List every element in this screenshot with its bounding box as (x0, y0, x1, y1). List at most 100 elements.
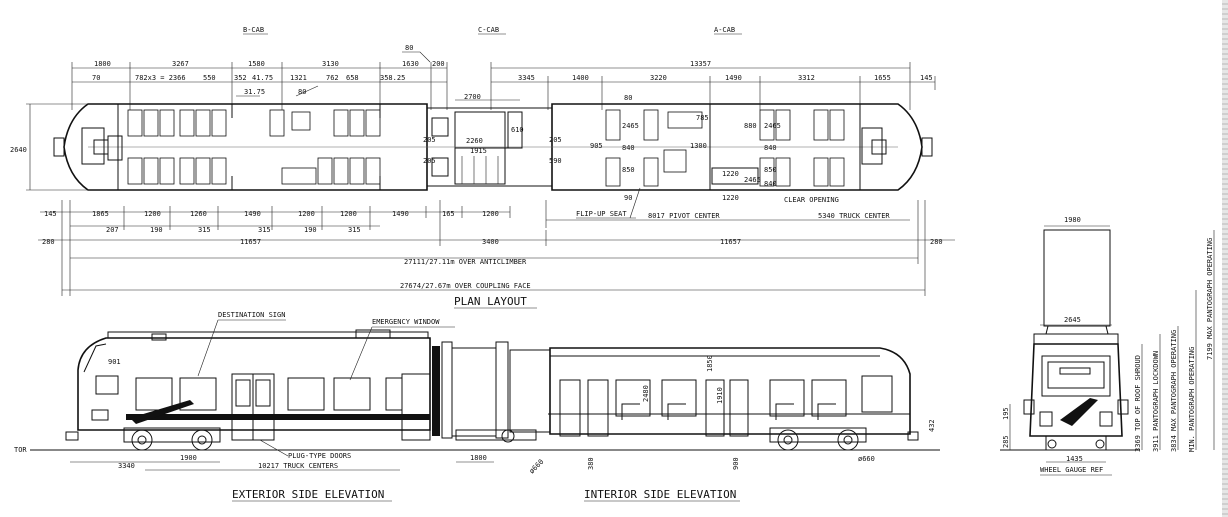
label-destination-sign: DESTINATION SIGN (218, 311, 285, 319)
dim-inner-2465a: 2465 (622, 122, 639, 130)
dim-r2-8: 658 (346, 74, 359, 82)
dim-inner-205b: 205 (423, 157, 436, 165)
dim-overall-anticlimber: 27111/27.11m OVER ANTICLIMBER (404, 258, 527, 266)
dim-inner-840c: 840 (764, 180, 777, 188)
dim-b2-3: 315 (198, 226, 211, 234)
dim-inner-905: 905 (590, 142, 603, 150)
dim-inner-2260: 2260 (466, 137, 483, 145)
dim-overall-coupling: 27674/27.67m OVER COUPLING FACE (400, 282, 531, 290)
dim-inner-1220a: 1220 (722, 170, 739, 178)
plan-title: PLAN LAYOUT (454, 295, 527, 308)
dim-end-vert-2: 3911 PANTOGRAPH LOCKDOWN (1152, 351, 1160, 452)
end-body (1029, 343, 1123, 437)
dim-b2-2: 190 (150, 226, 163, 234)
dim-inner-205c: 205 (549, 136, 562, 144)
dim-end-195: 195 (1002, 407, 1010, 420)
dim-r2r-7: 145 (920, 74, 933, 82)
dim-inner-2465c: 2465 (744, 176, 761, 184)
dim-inner-850b: 850 (764, 166, 777, 174)
dim-top-1: 1800 (94, 60, 111, 68)
dim-r2r-1: 3345 (518, 74, 535, 82)
note-pivot-center: 8017 PIVOT CENTER (648, 212, 720, 220)
dim-b2-4: 315 (258, 226, 271, 234)
dim-r2-7: 762 (326, 74, 339, 82)
dim-elev-1910: 1910 (716, 387, 724, 404)
dim-inner-1220b: 1220 (722, 194, 739, 202)
truck-a (769, 427, 867, 451)
interior-car-body (549, 347, 911, 435)
dim-inner-90: 90 (624, 194, 632, 202)
tor-label: TOR (14, 446, 27, 454)
plan-seats-a (605, 109, 845, 187)
dim-end-285: 285 (1002, 435, 1010, 448)
dim-b2-6: 315 (348, 226, 361, 234)
svg-text:901: 901 (108, 358, 121, 366)
dim-end-vert-4: 7199 MAX PANTOGRAPH OPERATING (1206, 238, 1214, 360)
dim-inner-610: 610 (511, 126, 524, 134)
dim-b1-5: 1490 (244, 210, 261, 218)
dim-left-height: 2640 (10, 146, 27, 154)
dim-r2-1: 70 (92, 74, 100, 82)
dim-end-vert-mid: MIN. PANTOGRAPH OPERATING (1188, 347, 1196, 452)
dim-inner-80: 80 (624, 94, 632, 102)
dim-b1-10: 1200 (482, 210, 499, 218)
dim-b1-8: 1490 (392, 210, 409, 218)
dim-r2-6: 1321 (290, 74, 307, 82)
dim-top-6: 200 (432, 60, 445, 68)
dim-elev-wheel-dia-2: ø660 (858, 455, 875, 463)
label-emergency-window: EMERGENCY WINDOW (372, 318, 440, 326)
dim-top-2: 3267 (172, 60, 189, 68)
dim-inner-590: 590 (549, 157, 562, 165)
dim-b1-4: 1260 (190, 210, 207, 218)
dim-r2-3: 550 (203, 74, 216, 82)
dim-top-4: 3130 (322, 60, 339, 68)
dim-b2-1: 207 (106, 226, 119, 234)
dim-end-1980: 1980 (1064, 216, 1081, 224)
dim-b3-4: 11657 (720, 238, 741, 246)
dim-b1-9: 165 (442, 210, 455, 218)
dim-elev-432: 432 (928, 419, 936, 432)
dim-elev-wheel-dia-1: ø660 (528, 458, 546, 476)
scrollbar-edge (1222, 0, 1228, 517)
exterior-elevation-title: EXTERIOR SIDE ELEVATION (232, 488, 384, 501)
dim-r2r-4: 1490 (725, 74, 742, 82)
plan-seats-b (127, 109, 381, 185)
dim-b1-3: 1200 (144, 210, 161, 218)
dim-top-right: 13357 (690, 60, 711, 68)
dim-inner-880: 880 (744, 122, 757, 130)
side-elevation: 901 (14, 311, 940, 502)
dim-end-1435: 1435 (1066, 455, 1083, 463)
dim-b3-5: 280 (930, 238, 943, 246)
label-truck-centers: 10217 TRUCK CENTERS (258, 462, 338, 470)
dim-elev-1850: 1850 (706, 355, 714, 372)
dim-elev-900: 900 (732, 457, 740, 470)
dim-b1-7: 1200 (340, 210, 357, 218)
dim-top-5: 1630 (402, 60, 419, 68)
interior-elevation-title: INTERIOR SIDE ELEVATION (584, 488, 736, 501)
dim-inner-2700: 2700 (464, 93, 481, 101)
dim-inner-2465b: 2465 (764, 122, 781, 130)
dim-r2-2: 782x3 = 2366 (135, 74, 186, 82)
note-truck-center: 5340 TRUCK CENTER (818, 212, 890, 220)
note-flip-up-seat: FLIP-UP SEAT (576, 210, 627, 218)
dim-r3-1: 31.75 (244, 88, 265, 96)
dim-elev-1800: 1800 (470, 454, 487, 462)
dim-elev-3340: 3340 (118, 462, 135, 470)
dim-b2-5: 190 (304, 226, 317, 234)
dim-b1-2: 1865 (92, 210, 109, 218)
dim-inner-840a: 840 (622, 144, 635, 152)
label-plug-doors: PLUG-TYPE DOORS (288, 452, 351, 460)
dim-r2r-2: 1400 (572, 74, 589, 82)
dim-r2r-6: 1655 (874, 74, 891, 82)
dim-b3-1: 280 (42, 238, 55, 246)
dim-inner-840b: 840 (764, 144, 777, 152)
cab-label-c: C-CAB (478, 26, 499, 34)
dim-r3-2: 80 (298, 88, 306, 96)
dim-inner-1300: 1300 (690, 142, 707, 150)
dim-elev-1900: 1900 (180, 454, 197, 462)
plan-layout: B-CAB C-CAB A-CAB 1800 3267 1580 3130 16… (10, 26, 955, 309)
dim-b1-1: 145 (44, 210, 57, 218)
dim-top-80: 80 (405, 44, 413, 52)
dim-inner-785: 785 (696, 114, 709, 122)
